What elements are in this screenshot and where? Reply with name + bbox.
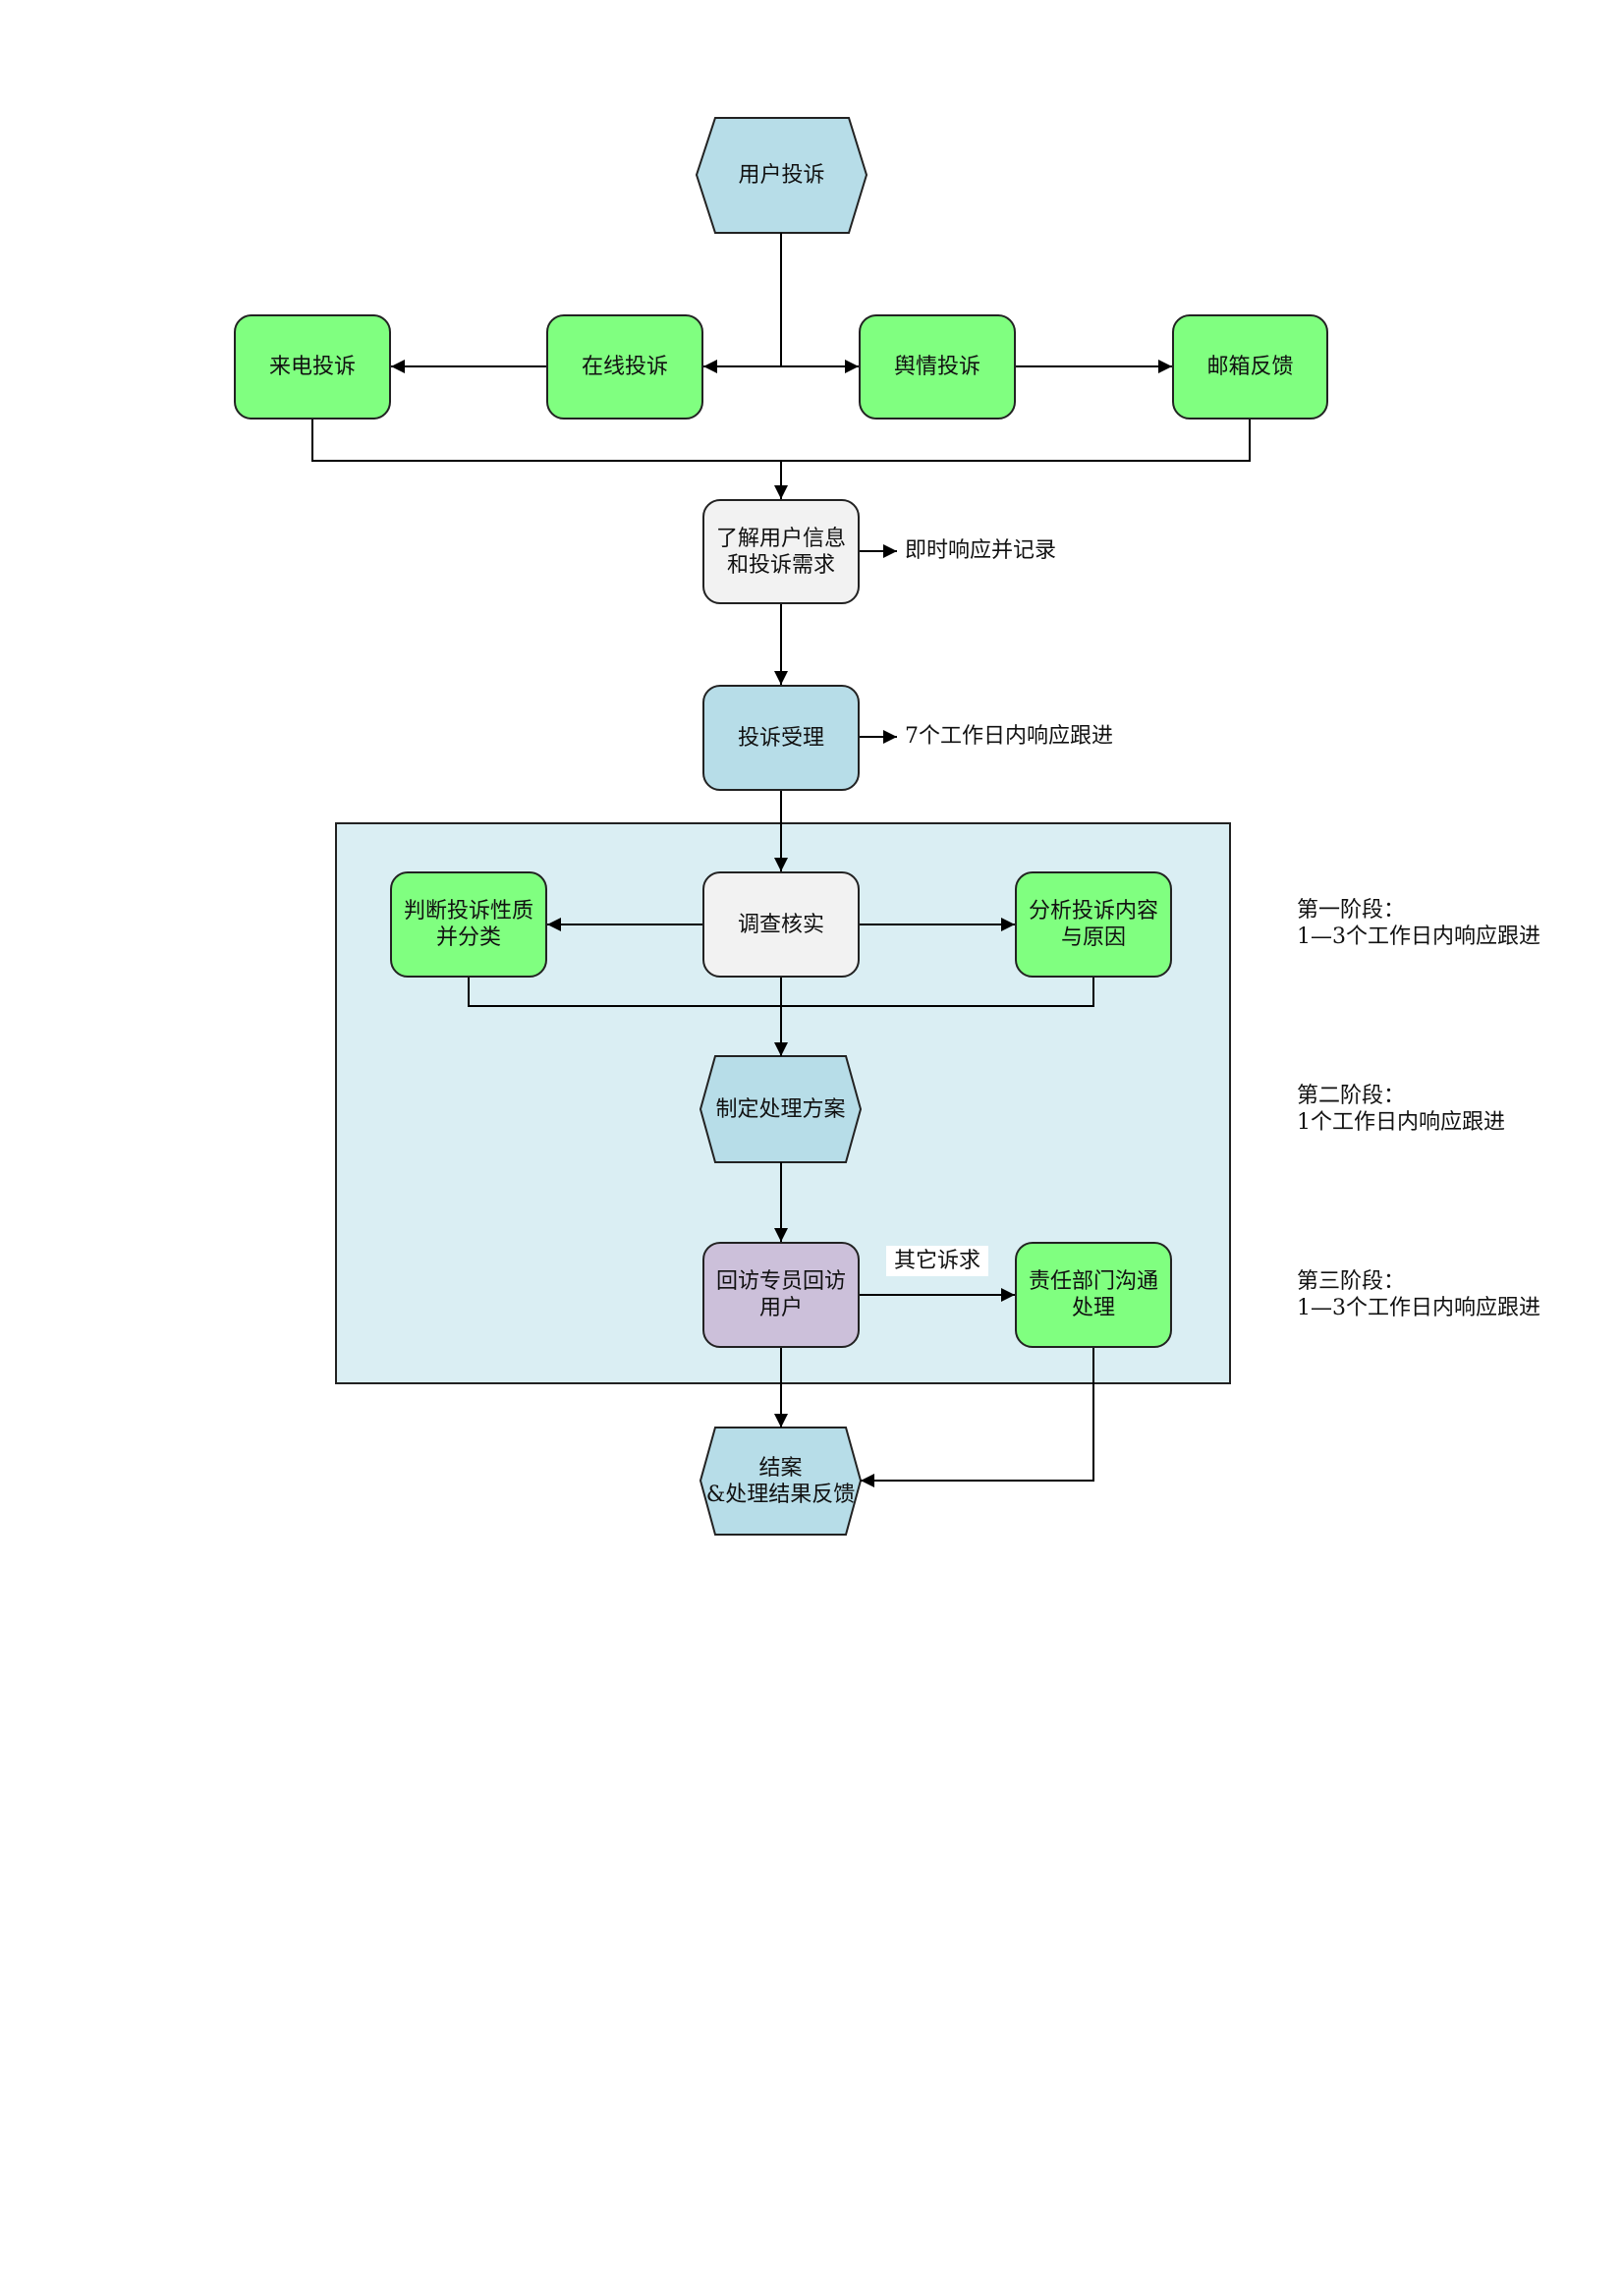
investigation-node: 调查核实 — [702, 871, 860, 978]
plan-node: 制定处理方案 — [715, 1096, 846, 1122]
user-complaint-node: 用户投诉 — [738, 163, 825, 188]
phone-complaint-node: 来电投诉 — [234, 314, 391, 420]
user-complaint-shape — [695, 117, 868, 234]
connector-collect — [311, 420, 1251, 462]
close-node: 结案 &处理结果反馈 — [705, 1455, 856, 1507]
seven-days-note: 7个工作日内响应跟进 — [905, 724, 1113, 749]
plan-shape — [699, 1055, 863, 1163]
judge-classify-node: 判断投诉性质 并分类 — [390, 871, 547, 978]
revisit-user-node: 回访专员回访 用户 — [702, 1242, 860, 1348]
department-handling-node: 责任部门沟通 处理 — [1015, 1242, 1172, 1348]
understand-needs-node: 了解用户信息 和投诉需求 — [702, 499, 860, 604]
close-shape — [699, 1427, 863, 1536]
complaint-acceptance-node: 投诉受理 — [702, 685, 860, 791]
connector-department-to-close — [861, 1348, 1094, 1487]
immediate-response-note: 即时响应并记录 — [905, 538, 1057, 563]
stage-two-note: 第二阶段： 1个工作日内响应跟进 — [1297, 1084, 1505, 1135]
stage-three-note: 第三阶段： 1—3个工作日内响应跟进 — [1297, 1269, 1540, 1320]
public-opinion-complaint-node: 舆情投诉 — [859, 314, 1016, 420]
analyze-cause-node: 分析投诉内容 与原因 — [1015, 871, 1172, 978]
other-demands-label: 其它诉求 — [886, 1246, 989, 1276]
email-feedback-node: 邮箱反馈 — [1172, 314, 1328, 420]
stage-one-note: 第一阶段： 1—3个工作日内响应跟进 — [1297, 898, 1540, 949]
online-complaint-node: 在线投诉 — [546, 314, 703, 420]
